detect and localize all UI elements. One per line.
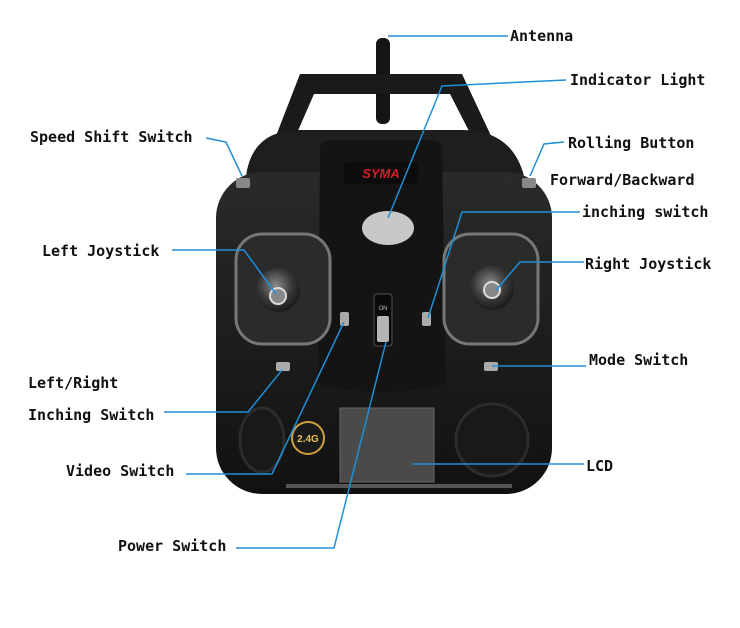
mode-switch[interactable]: [484, 362, 498, 371]
label-mode-switch: Mode Switch: [589, 351, 689, 369]
video-switch[interactable]: [340, 312, 349, 326]
label-left-joystick: Left Joystick: [42, 242, 160, 260]
label-inching-switch: inching switch: [582, 203, 709, 221]
label-left-right: Left/Right: [28, 374, 119, 392]
leader-forward-backward: [427, 211, 580, 319]
label-video-switch: Video Switch: [66, 462, 175, 480]
label-lcd: LCD: [586, 457, 614, 475]
power-on-mark: ON: [379, 306, 388, 312]
left-joystick-cap: [269, 287, 287, 305]
leader-right-joystick: [495, 261, 584, 291]
lcd-screen: [339, 407, 435, 483]
leader-power-switch: [236, 341, 387, 549]
right-grip-pad: [454, 402, 530, 478]
carry-handle: [262, 74, 508, 172]
label-forward-backward: Forward/Backward: [550, 171, 695, 189]
label-indicator-light: Indicator Light: [570, 71, 706, 89]
indicator-light: [362, 211, 414, 245]
leader-lines: [164, 35, 586, 549]
frequency-badge: [291, 421, 325, 455]
center-panel: [318, 140, 446, 392]
leader-speed-shift: [205, 137, 243, 177]
leader-rolling-button: [529, 141, 565, 177]
speed-shift-switch[interactable]: [236, 178, 250, 188]
leader-left-joystick: [172, 249, 277, 295]
leader-left-right-inching: [164, 369, 283, 413]
rolling-button[interactable]: [522, 178, 536, 188]
leader-video-switch: [186, 321, 345, 475]
left-right-inching-switch[interactable]: [276, 362, 290, 371]
label-power-switch: Power Switch: [118, 537, 227, 555]
label-speed-shift-switch: Speed Shift Switch: [30, 128, 193, 146]
leader-indicator-light: [387, 79, 567, 219]
label-inching-switch-lr: Inching Switch: [28, 406, 155, 424]
right-joystick-cap: [483, 281, 501, 299]
label-rolling-button: Rolling Button: [568, 134, 695, 152]
brand-logo: SYMA: [362, 166, 400, 181]
left-grip-pad: [238, 406, 286, 474]
frequency-badge-text: 2.4G: [297, 434, 319, 445]
bottom-trim: [286, 484, 512, 488]
label-antenna: Antenna: [510, 27, 574, 45]
label-right-joystick: Right Joystick: [585, 255, 712, 273]
brand-plate: [344, 162, 418, 184]
power-switch[interactable]: [377, 316, 389, 342]
